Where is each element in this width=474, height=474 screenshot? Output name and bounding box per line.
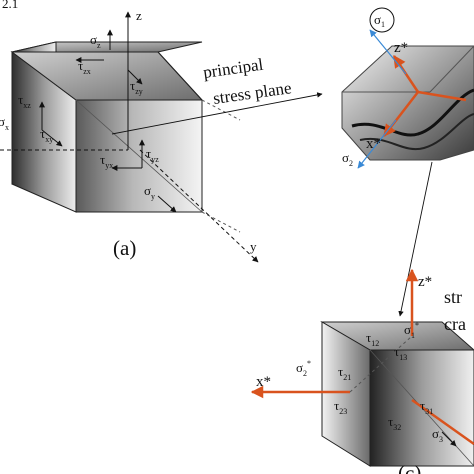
tau-zy-label: τzy [130,78,143,96]
third-axis-b [411,398,474,446]
tau-xy-arrow [41,129,63,147]
z-star-label-b: z* [418,274,432,290]
tau-yx-label: τyx [100,152,113,170]
sigma2-label-b: σ2* [296,359,311,378]
cube-a-hidden-edge-2 [201,211,241,233]
sigma1-label-crack: σ1 [374,12,385,29]
principal-plane-line2: stress plane [212,78,293,108]
axes-b: z* x* [250,268,474,446]
principal-plane-line1: principal [202,55,265,82]
z-axis-label: z [136,8,142,23]
tau-zy-arrow [127,69,143,85]
tau12-label-b: τ12 [366,330,379,348]
sigma3-arrow-b [441,431,457,447]
x-star-label-crack: x* [366,136,381,152]
sigma3-label-b: σ3 [432,426,443,444]
stress-labels-b: σ1* τ12 τ13 σ2* τ21 τ23 τ31 τ32 σ3 [296,321,457,447]
sigma1-circle [369,7,395,33]
tau32-label-b: τ32 [388,414,401,432]
axes-a: z y [0,8,259,263]
y-axis-label: y [250,239,257,254]
crack-surface [351,88,474,137]
tau-yz-label: τyz [146,146,159,164]
tau21-label-b: τ21 [338,364,351,382]
crack-view: σ1 z* x* σ2 [341,7,474,169]
x-star-label-b: x* [256,374,271,390]
crack-edge-2 [429,45,474,93]
tau13-label-b: τ13 [394,344,407,362]
caption-c-partial: (c) [398,461,421,474]
sigma1-axis [369,29,407,75]
sigma-x-label: σx [0,114,9,132]
tau31-label-b: τ31 [420,398,433,416]
cube-a-diagonal [75,99,203,213]
tau-xz-label: τxz [18,92,31,110]
dashed-axis-b [349,335,413,393]
tau23-label-b: τ23 [334,398,347,416]
cube-a-edge [157,51,203,101]
sigma-y-label: σy [144,183,155,201]
tau-xy-label: τxy [40,126,53,144]
crack-to-cube-arrow [398,161,433,317]
sigma-y-arrow [157,195,177,213]
partial-label-line2: cra [444,314,466,334]
partial-label-line1: str [444,287,462,307]
principal-plane-arrow [111,92,323,135]
header-fragment: 2.1 [2,0,18,11]
caption-a: (a) [113,236,136,260]
sigma-z-label: σz [90,32,101,50]
sigma2-axis [357,119,397,169]
crack-surface-2 [359,113,474,151]
tau-zx-label: τzx [78,58,91,76]
z-star-label-crack: z* [394,40,408,56]
sigma1-label-b: σ1* [404,321,419,340]
third-axis-crack [417,90,467,102]
cube-a-hidden-edge [201,99,241,121]
sigma2-label-crack: σ2 [342,150,353,168]
stress-labels-a: σz τzx τzy τxz σx τxy τyx τyz σy (a) [0,29,177,260]
y-axis [139,149,259,263]
